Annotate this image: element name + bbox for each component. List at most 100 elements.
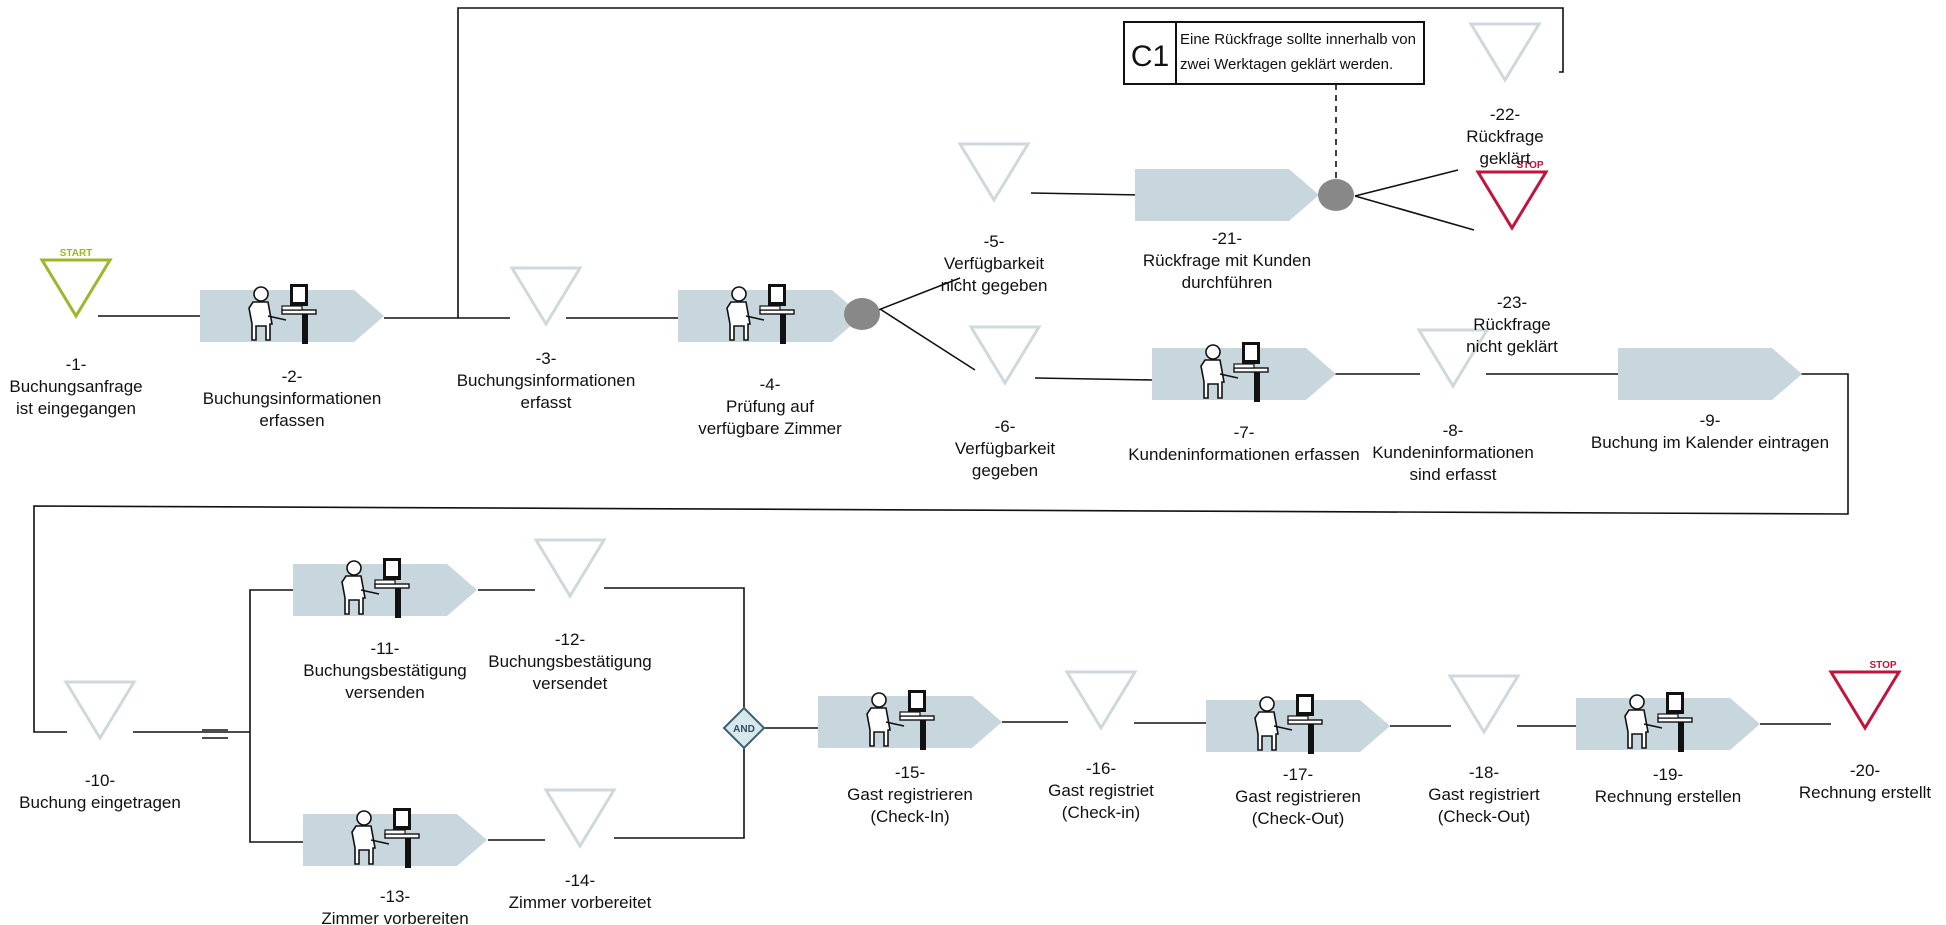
node-label-line: Gast registrieren: [847, 785, 973, 804]
node-label-line: Rückfrage mit Kunden: [1143, 251, 1311, 270]
node-n13: [303, 807, 487, 869]
node-number: -9-: [1700, 411, 1721, 430]
node-label-line: erfassen: [259, 411, 324, 430]
node-label-line: Rückfrage: [1466, 127, 1543, 146]
node-n6: [968, 325, 1042, 386]
node-label-line: (Check-in): [1062, 803, 1140, 822]
node-label-line: Gast registrieren: [1235, 787, 1361, 806]
node-number: -8-: [1443, 421, 1464, 440]
node-number: -11-: [371, 639, 400, 658]
node-label-n11: -11- Buchungsbestätigung versenden: [303, 639, 467, 702]
node-label-line: Verfügbarkeit: [955, 439, 1055, 458]
node-n21: [1135, 169, 1319, 221]
node-label-line: Buchungsinformationen: [457, 371, 636, 390]
node-label-line: Buchungsanfrage: [9, 377, 142, 396]
node-label-n22: -22- Rückfrage geklärt: [1466, 105, 1543, 168]
node-label-line: (Check-In): [870, 807, 949, 826]
note-c1: C1 Eine Rückfrage sollte innerhalb von z…: [1123, 21, 1425, 85]
node-n7: [1152, 341, 1336, 403]
node-number: -14-: [565, 871, 595, 890]
node-label-line: erfasst: [520, 393, 571, 412]
node-n23: STOP: [1475, 160, 1549, 231]
node-n20: STOP: [1828, 660, 1902, 731]
node-label-line: Buchung im Kalender eintragen: [1591, 433, 1829, 452]
node-label-line: Buchungsbestätigung: [303, 661, 467, 680]
node-n10: [63, 680, 137, 741]
node-label-n9: -9- Buchung im Kalender eintragen: [1591, 411, 1829, 452]
node-label-line: (Check-Out): [1438, 807, 1531, 826]
node-label-n19: -19-Rechnung erstellen: [1595, 765, 1741, 806]
node-n1: START: [39, 248, 113, 319]
node-label-line: Zimmer vorbereitet: [509, 893, 652, 912]
node-n11: [293, 557, 477, 619]
node-number: -13-: [380, 887, 410, 906]
note-text-line-1: Eine Rückfrage sollte innerhalb von: [1180, 31, 1416, 48]
node-label-line: Verfügbarkeit: [944, 254, 1044, 273]
start-marker: START: [60, 248, 93, 259]
node-label-line: versendet: [533, 674, 608, 693]
node-label-n10: -10-Buchung eingetragen: [19, 771, 181, 812]
node-n19: [1576, 691, 1760, 753]
node-n14: [543, 788, 617, 849]
and-connector: AND: [722, 706, 766, 750]
node-label-line: ist eingegangen: [16, 399, 136, 418]
node-label-line: Rückfrage: [1473, 315, 1550, 334]
event-triangle: [63, 680, 137, 741]
process-box: [678, 290, 862, 342]
node-n17: [1206, 693, 1390, 755]
node-label-line: Rechnung erstellt: [1799, 783, 1932, 802]
node-label-line: nicht geklärt: [1466, 337, 1558, 356]
node-label-n21: -21- Rückfrage mit Kunden durchführen: [1143, 229, 1311, 292]
node-n12: [533, 538, 607, 599]
node-label-line: geklärt: [1479, 149, 1530, 168]
node-number: -21-: [1212, 229, 1242, 248]
event-triangle: [1468, 22, 1542, 83]
note-id: C1: [1131, 40, 1169, 73]
process-box: [1576, 698, 1760, 750]
node-number: -7-: [1234, 423, 1255, 442]
node-label-line: (Check-Out): [1252, 809, 1345, 828]
node-number: -17-: [1283, 765, 1313, 784]
note-text-line-2: zwei Werktagen geklärt werden.: [1180, 56, 1393, 73]
node-label-line: Kundeninformationen: [1372, 443, 1534, 462]
node-label-n17: -17- Gast registrieren (Check-Out): [1235, 765, 1361, 828]
node-label-n14: -14- Zimmer vorbereitet: [509, 871, 652, 912]
stop-marker: STOP: [1869, 660, 1896, 671]
node-label-line: Gast registriert: [1428, 785, 1540, 804]
node-number: -22-: [1490, 105, 1520, 124]
xor-connector: [844, 298, 880, 330]
node-number: -6-: [995, 417, 1016, 436]
process-box: [303, 814, 487, 866]
node-number: -3-: [536, 349, 557, 368]
process-box: [818, 696, 1002, 748]
node-label-line: Kundeninformationen erfassen: [1128, 445, 1360, 464]
event-triangle: [543, 788, 617, 849]
event-triangle: [1064, 670, 1138, 731]
process-box: [1206, 700, 1390, 752]
node-number: -20-: [1850, 761, 1880, 780]
node-label-line: Buchungsinformationen: [203, 389, 382, 408]
node-label-line: Zimmer vorbereiten: [321, 909, 468, 925]
event-triangle: [1447, 674, 1521, 735]
stop-event-triangle: [1828, 670, 1902, 731]
event-triangle: [968, 325, 1042, 386]
connection-lines: [33, 7, 1849, 843]
node-number: -1-: [66, 355, 87, 374]
node-n2: [200, 283, 384, 345]
node-label-n7: -7- Kundeninformationen erfassen: [1128, 423, 1360, 464]
process-box: [1152, 348, 1336, 400]
process-box: [293, 564, 477, 616]
node-label-n13: -13- Zimmer vorbereiten: [321, 887, 468, 925]
node-label-n18: -18-Gast registriert(Check-Out): [1428, 763, 1540, 826]
node-label-line: versenden: [345, 683, 424, 702]
event-triangle: [1416, 328, 1490, 389]
node-label-line: sind erfasst: [1410, 465, 1497, 484]
event-triangle: [509, 266, 583, 327]
node-label-line: Buchungsbestätigung: [488, 652, 652, 671]
node-label-line: durchführen: [1182, 273, 1273, 292]
